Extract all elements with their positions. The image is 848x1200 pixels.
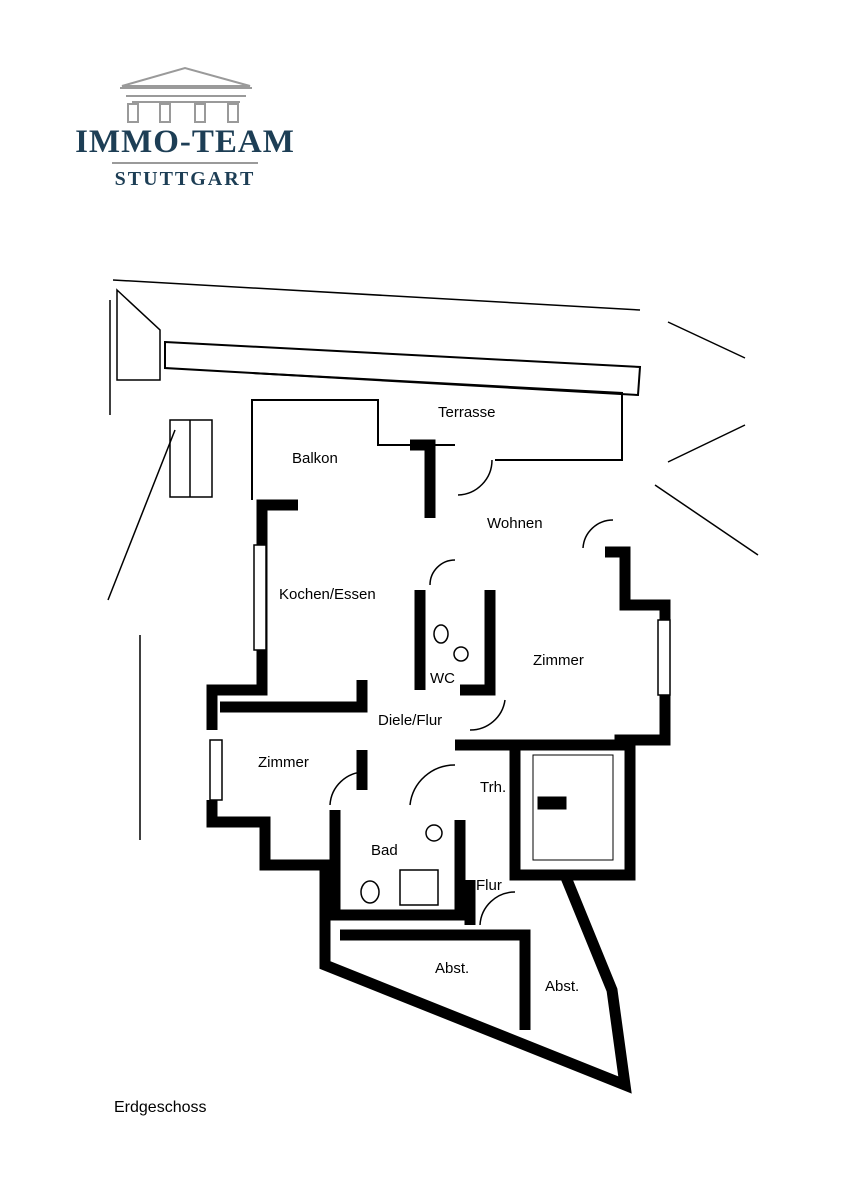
logo-temple-icon (112, 66, 258, 164)
room-label-flur: Flur (476, 877, 502, 894)
room-label-zimmer-left: Zimmer (258, 754, 309, 771)
doors (329, 459, 614, 926)
outdoor-stairs (116, 288, 213, 498)
room-label-trh: Trh. (480, 779, 507, 796)
floor-label: Erdgeschoss (114, 1099, 207, 1116)
sanitary-fixtures (360, 624, 469, 906)
room-label-kochen-essen: Kochen/Essen (279, 586, 376, 603)
room-label-zimmer-right: Zimmer (533, 652, 584, 669)
room-label-abst-left: Abst. (435, 960, 470, 977)
room-label-wc: WC (430, 670, 455, 687)
logo-subtitle: STUTTGART (114, 168, 256, 190)
terrace-outline (251, 372, 623, 500)
stairwell (532, 754, 614, 861)
logo-title: IMMO-TEAM (75, 124, 295, 160)
walls (206, 439, 671, 1094)
room-label-bad: Bad (371, 842, 398, 859)
windows (209, 544, 671, 801)
room-label-terrasse: Terrasse (438, 404, 496, 421)
room-label-wohnen: Wohnen (487, 515, 543, 532)
room-label-diele-flur: Diele/Flur (378, 712, 443, 729)
room-label-balkon: Balkon (292, 450, 338, 467)
room-label-abst-right: Abst. (545, 978, 580, 995)
terrain-hatching (107, 279, 759, 840)
